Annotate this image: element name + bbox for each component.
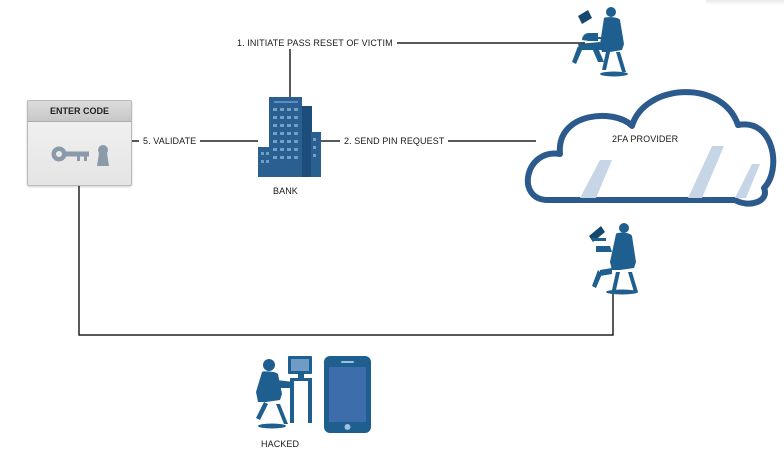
person-at-laptop-icon (572, 7, 628, 77)
step2-label: 2. SEND PIN REQUEST (340, 135, 449, 147)
line-code-return (78, 184, 614, 336)
enter-code-panel: ENTER CODE (27, 100, 132, 186)
hacked-label: HACKED (261, 439, 300, 449)
bank-building-icon (258, 97, 321, 177)
top-right-strip (706, 0, 784, 5)
key-icon (51, 145, 109, 166)
smartphone-icon (324, 356, 371, 433)
person-at-computer-icon (256, 356, 312, 429)
keyhole-icon (97, 145, 109, 166)
provider-label: 2FA PROVIDER (612, 134, 679, 144)
bank-label: BANK (273, 186, 298, 196)
step5-label: 5. VALIDATE (139, 135, 201, 147)
cloud-icon (524, 89, 777, 207)
step1-label: 1. INITIATE PASS RESET OF VICTIM (233, 37, 397, 49)
person-at-laptop-icon (589, 223, 638, 295)
enter-code-title: ENTER CODE (28, 101, 131, 122)
